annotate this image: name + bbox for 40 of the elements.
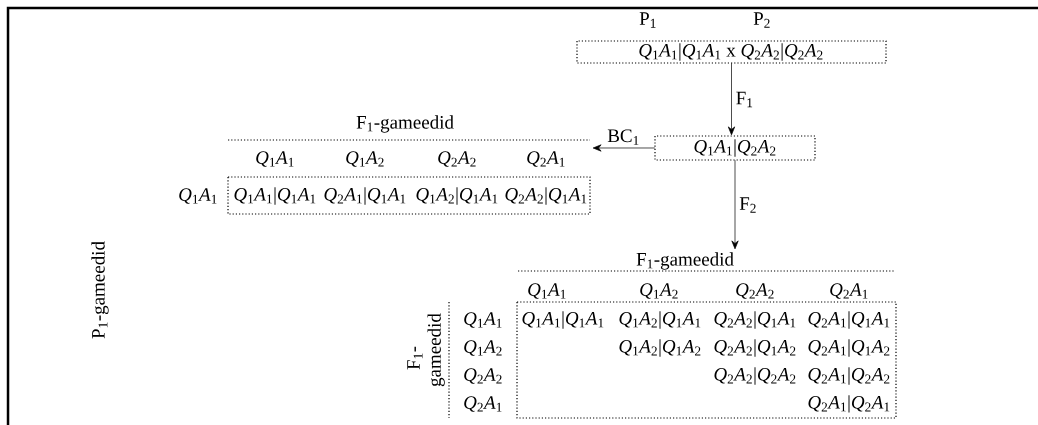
table-heading: F$_{1}$-gameedid [356,115,454,133]
axis-label: P$_{1}$-gameedid [91,241,109,339]
genotype-text: Q$_{1}$A$_{2}$|Q$_{1}$A$_{1}$ [416,187,498,205]
genotype-text: Q$_{2}$A$_{1}$|Q$_{2}$A$_{1}$ [808,395,890,413]
genotype-text: Q$_{2}$A$_{2}$|Q$_{2}$A$_{2}$ [714,367,796,385]
row-header: Q$_{2}$A$_{1}$ [464,396,502,412]
genotype-text: Q$_{2}$A$_{1}$|Q$_{1}$A$_{1}$ [808,311,890,329]
row-header: Q$_{1}$A$_{1}$ [464,312,502,328]
generation-label: P$_{2}$ [753,12,770,28]
row-header: Q$_{1}$A$_{2}$ [464,340,502,356]
genotype-box: Q$_{1}$A$_{1}$|Q$_{2}$A$_{2}$ [654,135,816,161]
genotype-text: Q$_{1}$A$_{2}$|Q$_{1}$A$_{1}$ [619,311,701,329]
genotype-text: Q$_{1}$A$_{1}$|Q$_{1}$A$_{1}$ [234,187,316,205]
generation-label: P$_{1}$ [639,12,656,28]
column-header: Q$_{2}$A$_{2}$ [438,151,476,167]
edge-label: F$_{1}$ [736,91,753,108]
column-header: Q$_{1}$A$_{1}$ [528,283,566,299]
genotype-text: Q$_{2}$A$_{1}$|Q$_{1}$A$_{1}$ [324,187,406,205]
row-header: Q$_{2}$A$_{2}$ [464,368,502,384]
column-header: Q$_{2}$A$_{1}$ [527,151,565,167]
arrow [592,144,656,152]
table-heading: F$_{1}$-gameedid [636,252,734,270]
row-header: Q$_{1}$A$_{1}$ [179,188,217,204]
genotype-text: Q$_{2}$A$_{1}$|Q$_{2}$A$_{2}$ [808,367,890,385]
column-header: Q$_{2}$A$_{2}$ [736,283,774,299]
arrow [727,62,736,136]
column-header: Q$_{1}$A$_{1}$ [256,151,294,167]
edge-label: F$_{2}$ [739,197,756,213]
genotype-text: Q$_{1}$A$_{2}$|Q$_{1}$A$_{2}$ [619,339,701,357]
column-header: Q$_{1}$A$_{2}$ [346,151,384,167]
column-header: Q$_{2}$A$_{1}$ [830,283,868,299]
column-header: Q$_{1}$A$_{2}$ [640,283,678,299]
genotype-box: Q$_{1}$A$_{1}$|Q$_{1}$A$_{1}$ x Q$_{2}$A$_{2}$|Q$_{2}$A$_{2}$ [576,40,887,64]
genotype-text: Q$_{2}$A$_{2}$|Q$_{1}$A$_{1}$ [714,311,796,329]
genotype-text: Q$_{2}$A$_{1}$|Q$_{1}$A$_{2}$ [808,339,890,357]
genotype-text: Q$_{2}$A$_{2}$|Q$_{1}$A$_{2}$ [714,339,796,357]
genotype-text: Q$_{1}$A$_{1}$|Q$_{1}$A$_{1}$ [522,311,604,329]
arrow [731,159,739,250]
edge-label: BC$_{1}$ [607,129,639,145]
genotype-text: Q$_{2}$A$_{2}$|Q$_{1}$A$_{1}$ [505,187,587,205]
